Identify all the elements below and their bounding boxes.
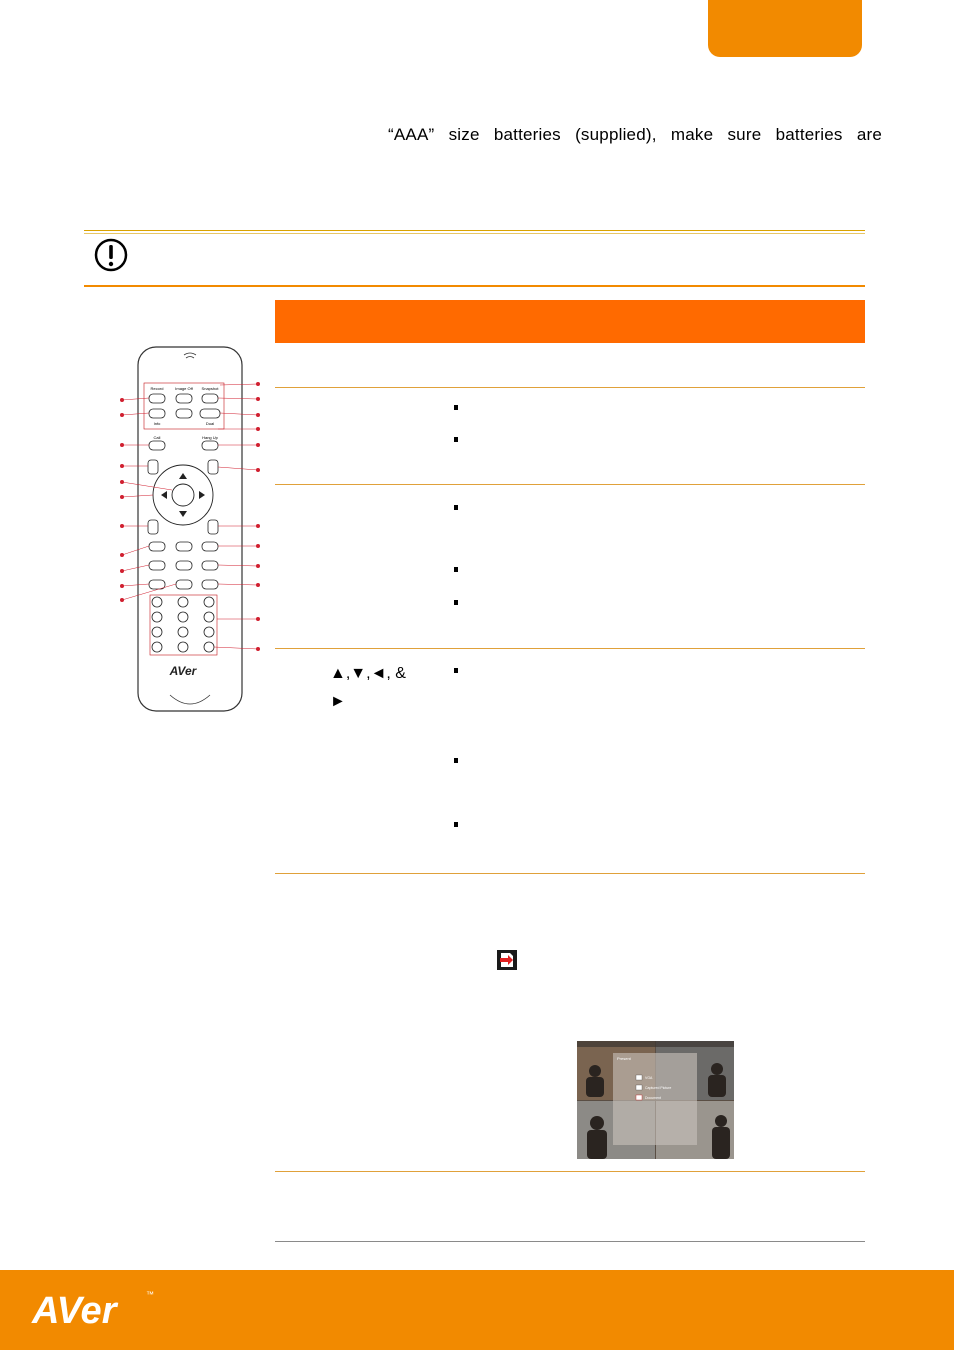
remote-label-image-off: Image Off <box>175 386 193 391</box>
remote-brand-logo: AVer <box>169 664 198 678</box>
screenshot-menu-item-captured-picture: Captured Picture <box>645 1086 671 1090</box>
table-row-divider <box>275 648 865 649</box>
arrow-keys-label-line2: ► <box>330 693 346 710</box>
screenshot-menu-item-document: Document <box>645 1096 661 1100</box>
remote-control-illustration: Record Image Off Snapshot Info Dual Call… <box>120 346 260 712</box>
footer-brand-text: AVer <box>31 1290 119 1332</box>
table-row-divider <box>275 484 865 485</box>
note-top-rule <box>84 230 865 231</box>
bullet-icon <box>454 758 458 763</box>
bullet-icon <box>454 567 458 572</box>
table-bottom-rule <box>275 1241 865 1242</box>
footer-bar <box>0 1270 954 1350</box>
exclamation-circle-icon <box>94 238 128 272</box>
arrow-keys-label: ▲,▼,◄, & ► <box>330 660 430 716</box>
bullet-icon <box>454 437 458 442</box>
remote-label-snapshot: Snapshot <box>202 386 220 391</box>
remote-label-call: Call <box>154 435 161 440</box>
table-row-divider <box>275 873 865 874</box>
header-tab <box>708 0 862 57</box>
table-row-divider <box>275 1171 865 1172</box>
bullet-icon <box>454 600 458 605</box>
present-menu-screenshot: Present VGA Captured Picture Document <box>577 1041 734 1159</box>
screenshot-menu-title: Present <box>617 1056 632 1061</box>
bullet-icon <box>454 505 458 510</box>
note-top-rule-inner <box>84 233 865 234</box>
screenshot-menu-item-vga: VGA <box>645 1076 653 1080</box>
intro-text: “AAA” size batteries (supplied), make su… <box>388 125 882 144</box>
remote-label-dual: Dual <box>206 421 214 426</box>
bullet-icon <box>454 822 458 827</box>
document-present-icon <box>497 950 517 970</box>
bullet-icon <box>454 668 458 673</box>
remote-label-info: Info <box>154 421 161 426</box>
table-row-divider <box>275 387 865 388</box>
arrow-keys-label-line1: ▲,▼,◄, & <box>330 665 406 682</box>
remote-label-hang-up: Hang Up <box>202 435 219 440</box>
footer-trademark: ™ <box>146 1290 154 1299</box>
bullet-icon <box>454 405 458 410</box>
note-bottom-rule <box>84 285 865 287</box>
remote-label-record: Record <box>151 386 164 391</box>
aver-logo: AVer ™ <box>31 1290 154 1332</box>
table-header <box>275 300 865 343</box>
